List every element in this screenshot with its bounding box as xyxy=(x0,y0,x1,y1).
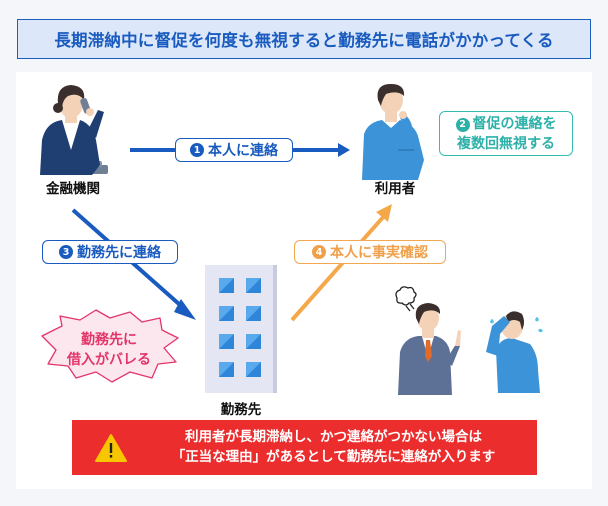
arrow-step4 xyxy=(290,213,387,322)
building-window xyxy=(246,362,261,377)
step3-number: 3 xyxy=(59,245,73,259)
step3-text: 勤務先に連絡 xyxy=(77,245,161,261)
building-window xyxy=(246,334,261,349)
arrowhead-step4 xyxy=(376,204,392,222)
confrontation-illustration xyxy=(395,286,543,395)
building-window xyxy=(219,306,234,321)
user-illustration xyxy=(362,84,424,180)
step4-number: 4 xyxy=(312,245,326,259)
step1-text: 本人に連絡 xyxy=(208,143,278,159)
burst-shape xyxy=(41,309,179,383)
arrowhead-step3 xyxy=(174,299,196,320)
step4-text: 本人に事実確認 xyxy=(330,245,428,261)
title-banner: 長期滞納中に督促を何度も無視すると勤務先に電話がかかってくる xyxy=(17,19,591,59)
actor-label-employer: 勤務先 xyxy=(220,402,262,418)
bank-staff-illustration xyxy=(40,85,108,175)
building-window xyxy=(219,278,234,293)
step3-label: 3 勤務先に連絡 xyxy=(42,240,178,264)
step2-number: 2 xyxy=(455,118,470,132)
actor-label-user: 利用者 xyxy=(374,181,416,197)
warning-line1: 利用者が長期滞納し、かつ連絡がつかない場合は xyxy=(185,429,482,445)
warning-banner: 利用者が長期滞納し、かつ連絡がつかない場合は 「正当な理由」があるとして勤務先に… xyxy=(72,420,537,475)
building-window xyxy=(219,334,234,349)
building-window xyxy=(246,278,261,293)
burst-line2: 借入がバレる xyxy=(67,352,151,368)
arrowhead-step1 xyxy=(338,143,350,157)
page-title: 長期滞納中に督促を何度も無視すると勤務先に電話がかかってくる xyxy=(54,31,554,50)
building-window xyxy=(246,306,261,321)
warning-triangle-icon xyxy=(95,434,127,462)
step2-text-line1: 督促の連絡を xyxy=(472,116,557,132)
step1-number: 1 xyxy=(190,143,204,157)
burst-line1: 勤務先に xyxy=(81,332,137,348)
step4-label: 4 本人に事実確認 xyxy=(294,240,446,264)
step2-text-line2: 複数回無視する xyxy=(457,136,555,152)
step1-label: 1 本人に連絡 xyxy=(175,138,293,162)
warning-line2: 「正当な理由」があるとして勤務先に連絡が入ります xyxy=(171,449,496,465)
building-window xyxy=(219,362,234,377)
burst-callout: 勤務先に 借入がバレる xyxy=(54,330,164,370)
office-building-icon xyxy=(205,265,277,393)
actor-label-bank: 金融機関 xyxy=(46,181,100,197)
